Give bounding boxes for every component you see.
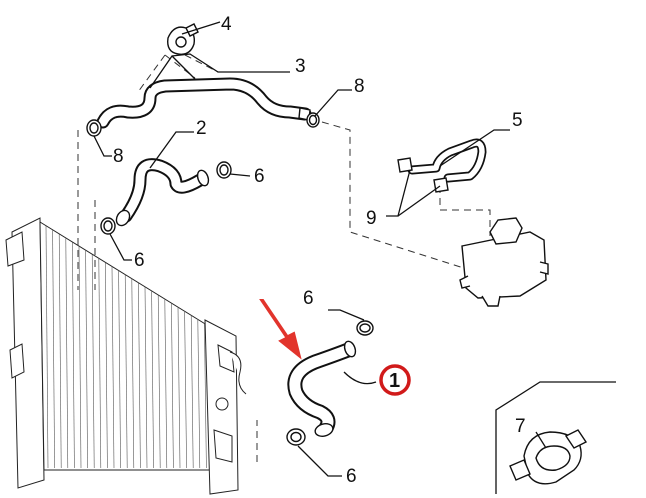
radiator-fin (72, 242, 75, 469)
clamp-6-left (100, 217, 116, 235)
radiator-fin (157, 294, 161, 469)
radiator-fin (184, 311, 187, 469)
radiator-fin (105, 262, 108, 469)
clamp-6-mid (216, 161, 232, 179)
clamp-6-bottom-hose1 (286, 428, 306, 446)
clip-9-b (433, 177, 449, 193)
radiator-fin (78, 246, 82, 469)
radiator-fin (131, 278, 135, 469)
expansion-tank (459, 217, 549, 307)
radiator-fin (58, 234, 62, 469)
callout-5: 5 (512, 110, 523, 131)
thermostat (167, 23, 199, 55)
callout-8-right: 8 (354, 76, 365, 97)
clip-9-a (397, 157, 413, 173)
radiator-fin (98, 258, 102, 469)
radiator-fin (164, 298, 168, 469)
radiator-fin (190, 315, 194, 469)
callout-6-bottom: 6 (346, 466, 357, 487)
callout-labels: 4 3 8 8 2 6 6 5 9 6 6 7 1 (113, 14, 526, 487)
callout-6-left: 6 (134, 250, 145, 271)
leader-lines (93, 21, 547, 477)
red-arrow-icon (259, 299, 302, 360)
callout-6-top: 6 (303, 288, 314, 309)
callout-7: 7 (515, 416, 526, 437)
radiator-fin (91, 254, 95, 469)
hose-1 (287, 340, 357, 437)
callout-4: 4 (221, 14, 232, 35)
radiator-fin (177, 306, 181, 469)
radiator-fin (85, 250, 88, 469)
callout-2: 2 (196, 118, 207, 139)
radiator-fin (171, 302, 174, 469)
hose-2 (115, 158, 210, 227)
radiator-fin (138, 282, 141, 469)
callout-8-left: 8 (113, 146, 124, 167)
callout-9: 9 (366, 208, 377, 229)
callout-1-ring (379, 364, 411, 396)
callout-1: 1 (389, 370, 400, 392)
clamp-8-right (306, 112, 320, 128)
radiator-fin (52, 230, 55, 469)
clamp-8-left (86, 119, 102, 137)
radiator-fin (204, 323, 207, 469)
radiator-fin (151, 290, 154, 469)
hose-3 (96, 77, 312, 129)
radiator-fin (144, 286, 148, 469)
callout-6-mid: 6 (254, 166, 265, 187)
radiator-fin (111, 266, 115, 469)
radiator-fin (197, 319, 201, 469)
radiator-fin (118, 270, 121, 469)
radiator-fin (45, 225, 49, 469)
radiator (5, 217, 247, 495)
callout-3: 3 (295, 56, 306, 77)
radiator-fin (124, 274, 128, 469)
clamp-6-top-hose1 (356, 320, 374, 336)
bracket-area (495, 381, 616, 494)
hose-5 (407, 138, 487, 183)
radiator-core (45, 225, 214, 469)
radiator-fin (65, 238, 69, 469)
